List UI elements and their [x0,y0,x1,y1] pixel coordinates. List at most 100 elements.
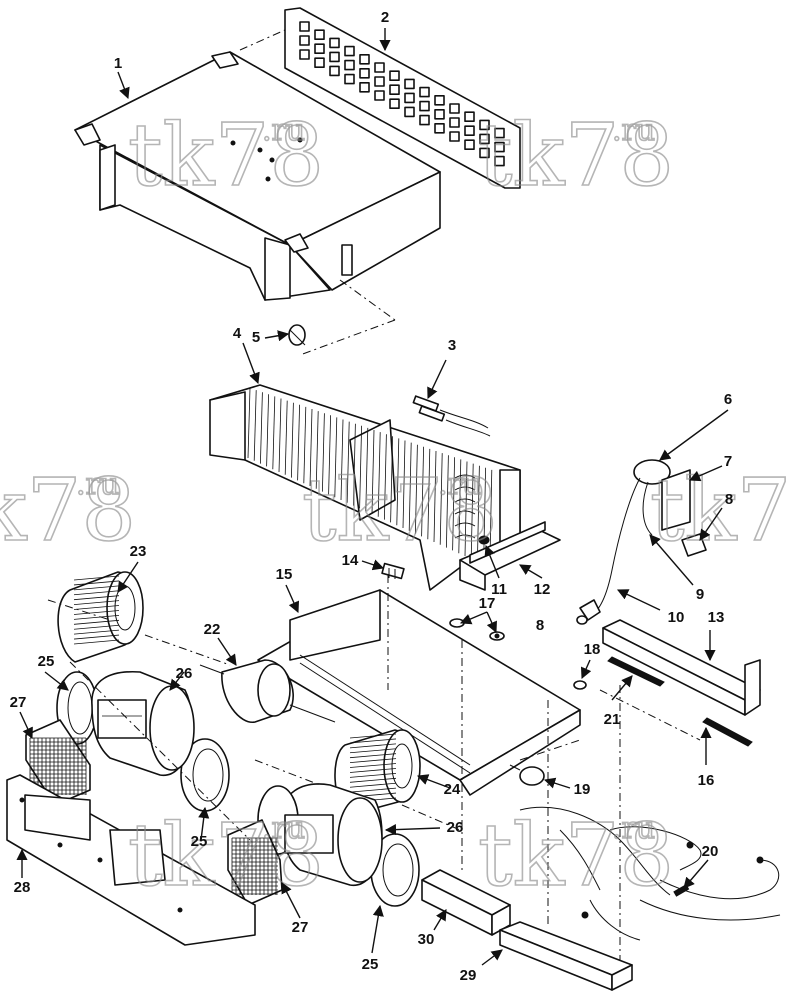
coil-fin [278,398,282,473]
svg-text:.ru: .ru [612,811,655,846]
watermark-lower-right: tk78 .ru [477,805,675,907]
grille-slot [389,84,400,95]
callout-13: 13 [708,609,725,626]
grille-slot [314,29,325,41]
part-3-sensor-wires [412,395,491,437]
part-8-clamp-lower [576,599,601,625]
coil-fin [427,448,431,540]
coil-fin [322,413,325,492]
svg-text:tk78: tk78 [128,106,324,206]
wheel-blade [73,619,120,625]
watermark-middle-center: tk78 .ru [301,460,499,562]
grille-slot [479,119,490,131]
coil-tube-bend [454,510,476,515]
wheel-blade [349,743,397,749]
wheel-blade [73,575,120,581]
part-5-clip [288,324,306,346]
svg-text:.ru: .ru [262,113,305,148]
callout-labels: 1 2 3 4 5 6 7 8 8 9 10 11 12 13 14 15 16… [10,9,734,984]
coil-tube-bend [454,498,476,503]
watermark-lower-left: tk78 .ru [127,805,325,907]
callout-19: 19 [574,781,591,798]
coil-fin [470,463,474,559]
grille-slot [494,155,505,167]
part-23-blower-wheel [57,571,144,663]
svg-text:tk78: tk78 [478,806,674,906]
wheel-blade [73,580,120,586]
coil-fin [421,446,424,537]
wheel-blade [73,585,120,591]
grille-slot [329,51,340,63]
part-22-blower-motor [199,659,336,723]
coil-fin [340,419,344,501]
grille-slot [329,65,340,77]
part-19-drain-valve [509,764,545,786]
coil-fin [309,408,313,487]
part-7-bracket [661,469,691,531]
coil-tube-bend [454,474,476,479]
part-11-grommet [478,535,490,545]
grille-slot [419,100,430,112]
callout-14: 14 [342,552,359,569]
grille-slot [404,92,415,104]
svg-text:.ru: .ru [438,467,481,502]
coil-fin [284,400,288,475]
callout-9: 9 [696,586,704,603]
callout-7: 7 [724,453,732,470]
coil-fin [390,436,393,523]
wheel-blade [349,738,397,744]
svg-text:.ru: .ru [76,467,119,502]
wheel-blade [73,595,120,601]
grille-slot [449,131,460,142]
callout-30: 30 [418,931,435,948]
callout-5: 5 [252,329,260,346]
coil-fin [458,459,462,554]
assembly-center-lines [47,29,701,960]
grille-slot [494,127,505,139]
part-13-mounting-bracket [602,619,761,716]
part-26-blower-housing-upper [91,670,195,776]
svg-text:.ru: .ru [262,811,305,846]
callout-15: 15 [276,566,293,583]
watermark-upper-left: tk78 .ru [127,105,325,207]
coil-fin [266,394,269,467]
svg-text:tk78: tk78 [128,806,324,906]
coil-fin [446,455,449,548]
coil-fin [384,434,387,520]
grille-slot [314,57,325,69]
callout-2: 2 [381,9,389,26]
grille-slot [479,133,490,145]
coil-fin [291,402,294,478]
grille-slot [449,103,460,114]
grille-slot [404,78,415,90]
wheel-blade [73,610,120,615]
wheel-blade [73,634,120,640]
part-2-grille-panel [284,7,521,189]
coil-fin [408,442,412,531]
coil-fin [371,429,375,515]
part-15-drain-pan [257,575,581,796]
grille-slot [434,95,445,106]
grille-slot [434,123,445,134]
coil-tube-bend [454,522,476,527]
watermark-upper-right: tk78 .ru [477,105,675,207]
coil-tube-bend [454,486,476,491]
coil-fin [402,440,406,529]
coil-fin [365,427,369,512]
callout-10: 10 [668,609,685,626]
callout-24: 24 [444,781,461,798]
wheel-blade [349,733,397,739]
coil-fin [359,425,362,509]
callout-20: 20 [702,843,719,860]
coil-fin [433,450,437,543]
coil-fin [328,415,331,495]
callout-29: 29 [460,967,477,984]
grille-slot [419,114,430,126]
wheel-blade [349,753,397,759]
part-16-seal-strip [702,717,753,747]
coil-fin [297,404,300,481]
grille-slot [374,76,385,87]
coil-fin [353,423,356,506]
coil-fin [477,465,480,562]
